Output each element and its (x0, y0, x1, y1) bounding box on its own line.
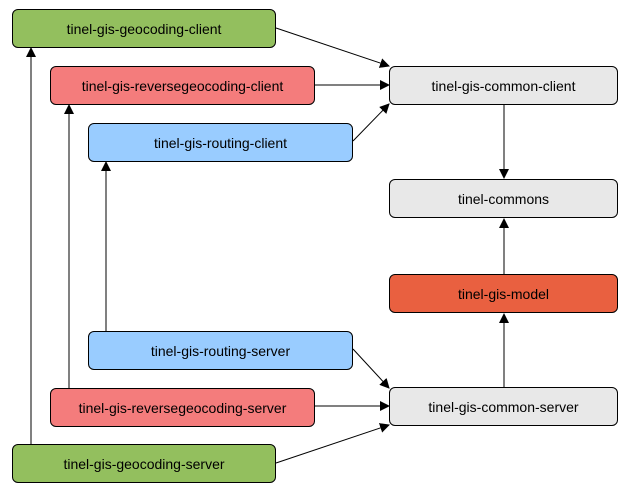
node-common-client: tinel-gis-common-client (389, 66, 618, 105)
edge-routing-client-to-common-client (352, 103, 390, 142)
node-routing-client: tinel-gis-routing-client (88, 123, 353, 162)
node-geocoding-server: tinel-gis-geocoding-server (12, 444, 276, 483)
node-reversegeocoding-server: tinel-gis-reversegeocoding-server (50, 388, 315, 427)
node-label: tinel-gis-routing-client (153, 134, 288, 151)
node-geocoding-client: tinel-gis-geocoding-client (12, 9, 276, 48)
node-common-server: tinel-gis-common-server (389, 387, 618, 426)
node-label: tinel-gis-geocoding-client (66, 20, 222, 37)
node-label: tinel-gis-reversegeocoding-server (78, 399, 287, 416)
node-label: tinel-gis-model (457, 285, 550, 302)
edge-geocoding-client-to-common-client (275, 27, 390, 68)
node-label: tinel-gis-common-client (431, 77, 576, 94)
node-label: tinel-commons (457, 190, 550, 207)
node-model: tinel-gis-model (389, 274, 618, 313)
node-routing-server: tinel-gis-routing-server (88, 331, 353, 370)
node-commons: tinel-commons (389, 179, 618, 218)
edge-routing-server-to-common-server (352, 348, 390, 389)
node-label: tinel-gis-common-server (428, 398, 579, 415)
node-label: tinel-gis-reversegeocoding-client (81, 77, 284, 94)
node-reversegeocoding-client: tinel-gis-reversegeocoding-client (50, 66, 315, 105)
node-label: tinel-gis-geocoding-server (63, 455, 225, 472)
edge-geocoding-server-to-common-server (275, 423, 390, 464)
node-label: tinel-gis-routing-server (150, 342, 291, 359)
